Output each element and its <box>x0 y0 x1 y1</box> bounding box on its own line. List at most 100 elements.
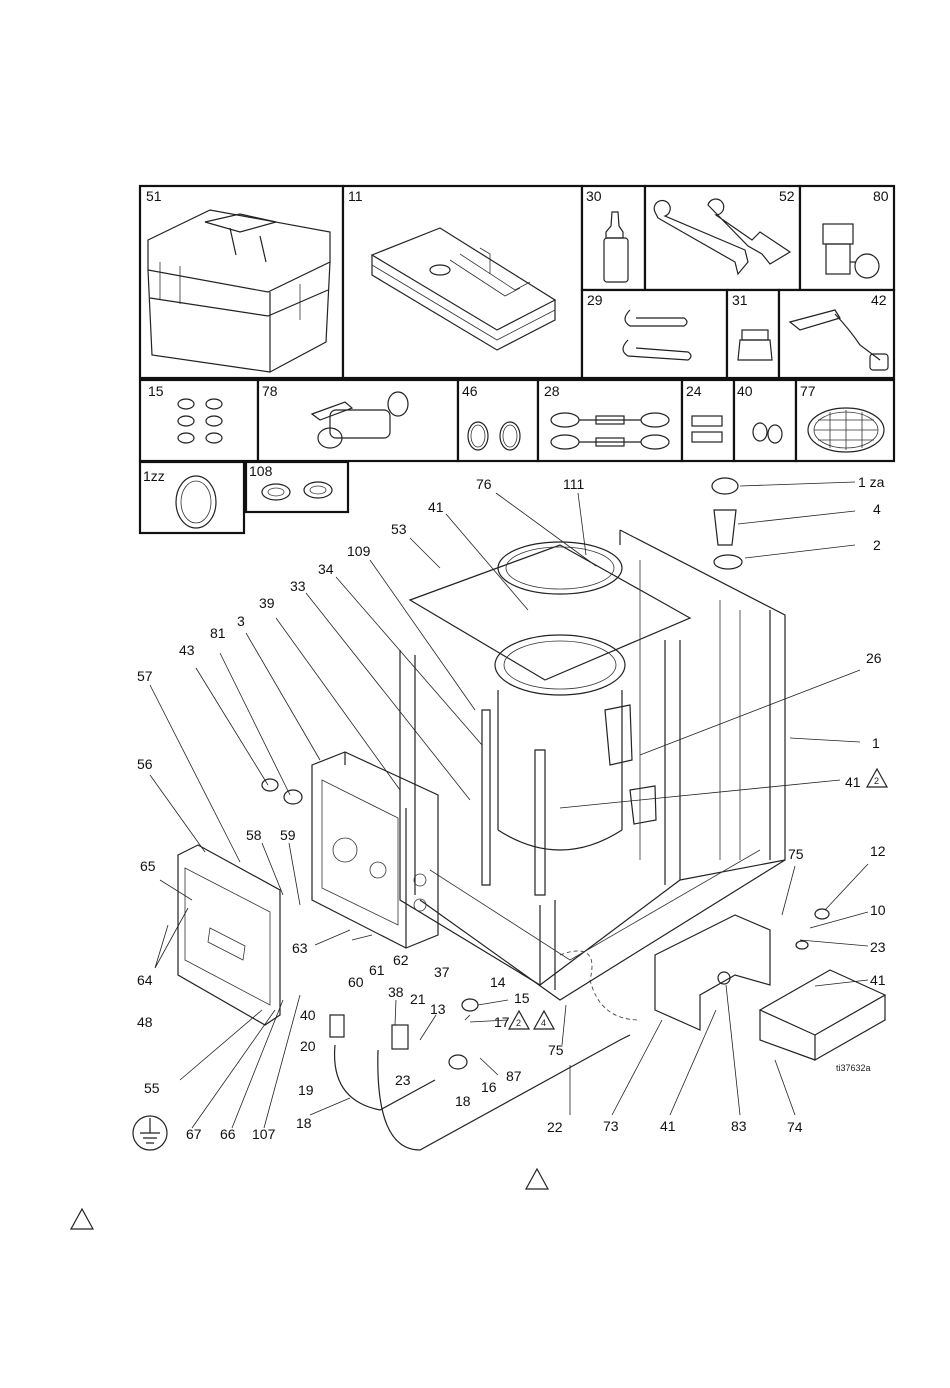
tank-rim <box>495 635 625 695</box>
callout-62: 62 <box>393 952 409 968</box>
note-flag-41: 2 <box>874 776 879 786</box>
kit-label-15: 15 <box>148 383 164 399</box>
callout-12: 12 <box>870 843 886 859</box>
callout-18b: 18 <box>455 1093 471 1109</box>
note-triangle-empty-2 <box>71 1209 93 1229</box>
kit-label-28: 28 <box>544 383 560 399</box>
callout-75b: 75 <box>548 1042 564 1058</box>
kit-label-40: 40 <box>737 383 753 399</box>
callout-76: 76 <box>476 476 492 492</box>
kit-box-78 <box>258 380 458 461</box>
kit-label-29: 29 <box>587 292 603 308</box>
kit-label-78: 78 <box>262 383 278 399</box>
kit-label-51: 51 <box>146 188 162 204</box>
callout-40: 40 <box>300 1007 316 1023</box>
callout-41b: 41 <box>845 774 861 790</box>
strainer-cap <box>712 478 738 494</box>
kit-label-1zz: 1zz <box>143 468 165 484</box>
callout-109: 109 <box>347 543 371 559</box>
callout-20: 20 <box>300 1038 316 1054</box>
control-box <box>312 752 438 948</box>
kit-label-108: 108 <box>249 463 273 479</box>
callout-21: 21 <box>410 991 426 1007</box>
kit-label-31: 31 <box>732 292 748 308</box>
fitting-20 <box>330 1015 344 1037</box>
callout-41d: 41 <box>660 1118 676 1134</box>
callout-65: 65 <box>140 858 156 874</box>
callout-64: 64 <box>137 972 153 988</box>
callout-43: 43 <box>179 642 195 658</box>
kit-label-77: 77 <box>800 383 816 399</box>
callout-10: 10 <box>870 902 886 918</box>
frame-right <box>620 530 785 880</box>
callout-18: 18 <box>296 1115 312 1131</box>
callout-74: 74 <box>787 1119 803 1135</box>
callout-87: 87 <box>506 1068 522 1084</box>
note-flag-17a: 2 <box>516 1018 521 1028</box>
callout-23b: 23 <box>870 939 886 955</box>
callout-60: 60 <box>348 974 364 990</box>
callout-38: 38 <box>388 984 404 1000</box>
callout-58: 58 <box>246 827 262 843</box>
note-triangle-empty <box>526 1169 548 1189</box>
step-74 <box>760 970 885 1035</box>
callout-111: 111 <box>563 476 584 492</box>
callout-3: 3 <box>237 613 245 629</box>
callout-107: 107 <box>252 1126 276 1142</box>
note-flag-17b: 4 <box>541 1018 546 1028</box>
kit-box-29 <box>582 290 727 378</box>
callout-39: 39 <box>259 595 275 611</box>
callout-33: 33 <box>290 578 306 594</box>
callout-15: 15 <box>514 990 530 1006</box>
fitting-21 <box>392 1025 408 1049</box>
figure-id: ti37632a <box>836 1063 871 1073</box>
callout-55: 55 <box>144 1080 160 1096</box>
cover-ring <box>498 542 622 594</box>
callout-59: 59 <box>280 827 296 843</box>
callout-14: 14 <box>490 974 506 990</box>
callout-57: 57 <box>137 668 153 684</box>
callout-63: 63 <box>292 940 308 956</box>
callout-56: 56 <box>137 756 153 772</box>
kit-label-30: 30 <box>586 188 602 204</box>
callout-17: 17 <box>494 1014 510 1030</box>
callout-83: 83 <box>731 1118 747 1134</box>
callout-19: 19 <box>298 1082 314 1098</box>
kit-label-11: 11 <box>348 188 363 204</box>
callout-37: 37 <box>434 964 450 980</box>
callout-67: 67 <box>186 1126 202 1142</box>
kit-label-24: 24 <box>686 383 702 399</box>
callout-75: 75 <box>788 846 804 862</box>
lid-plate <box>410 545 690 680</box>
main-assembly <box>178 478 885 1150</box>
kit-label-52: 52 <box>779 188 795 204</box>
callout-22: 22 <box>547 1119 563 1135</box>
kit-label-46: 46 <box>462 383 478 399</box>
kit-box-11 <box>343 186 582 378</box>
callout-1: 1 <box>872 735 880 751</box>
callout-2: 2 <box>873 537 881 553</box>
callout-1za: 1 za <box>858 474 885 490</box>
callout-34: 34 <box>318 561 334 577</box>
callout-labels: 76 111 1 za 4 2 41 53 109 34 33 39 3 81 … <box>137 474 886 1142</box>
hose-22 <box>378 1035 630 1150</box>
mesh-screen-illustration <box>808 408 884 452</box>
callout-41: 41 <box>428 499 444 515</box>
ground-icon <box>133 1116 167 1150</box>
callout-16: 16 <box>481 1079 497 1095</box>
callout-26: 26 <box>866 650 882 666</box>
callout-41c: 41 <box>870 972 886 988</box>
callout-66: 66 <box>220 1126 236 1142</box>
callout-61: 61 <box>369 962 385 978</box>
callout-48: 48 <box>137 1014 153 1030</box>
kit-box-52 <box>645 186 800 290</box>
callout-53: 53 <box>391 521 407 537</box>
hose-18 <box>335 1045 435 1110</box>
callout-13: 13 <box>430 1001 446 1017</box>
note-flags: 2 2 4 <box>71 769 887 1229</box>
kit-box-grid: 51 11 30 52 80 29 31 42 15 78 46 28 24 4… <box>140 186 894 533</box>
callout-4: 4 <box>873 501 881 517</box>
callout-23: 23 <box>395 1072 411 1088</box>
callout-81: 81 <box>210 625 226 641</box>
bracket-73 <box>655 915 770 1030</box>
